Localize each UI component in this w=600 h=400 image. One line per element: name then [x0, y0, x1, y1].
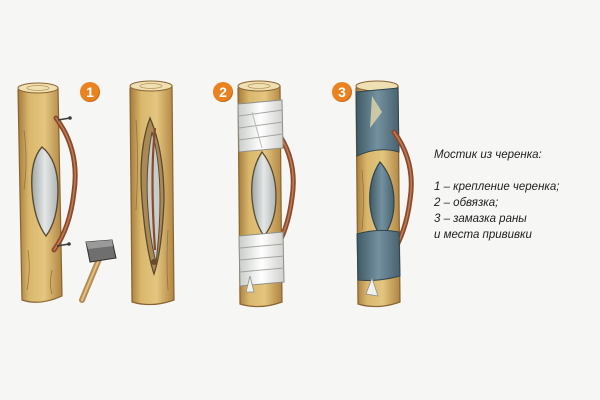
legend-item-1: 1 – крепление черенка; — [434, 181, 560, 193]
legend-title: Мостик из черенка: — [434, 149, 542, 161]
nail-icon — [56, 117, 71, 247]
trunk-step-3 — [355, 80, 414, 308]
scion-cutting — [151, 127, 157, 251]
trunk-step-0 — [17, 82, 78, 303]
binding-wrap-top — [237, 99, 284, 153]
step-badge-2: 2 — [213, 82, 233, 102]
putty-seal-bottom — [356, 229, 401, 281]
putty-seal-top — [355, 87, 400, 157]
legend-item-4: и места прививки — [434, 229, 532, 241]
hammer-icon — [79, 239, 117, 303]
legend-item-2: 2 – обвязка; — [434, 197, 499, 209]
trunk-step-2 — [237, 80, 296, 308]
step-badge-1: 1 — [80, 82, 100, 102]
legend-item-3: 3 – замазка раны — [434, 213, 527, 225]
bark-wound — [31, 146, 59, 238]
legend: Мостик из черенка: 1 – крепление черенка… — [434, 147, 600, 243]
step-badge-3: 3 — [332, 82, 352, 102]
binding-wrap-bottom — [238, 231, 285, 293]
trunk-step-1 — [129, 80, 175, 306]
